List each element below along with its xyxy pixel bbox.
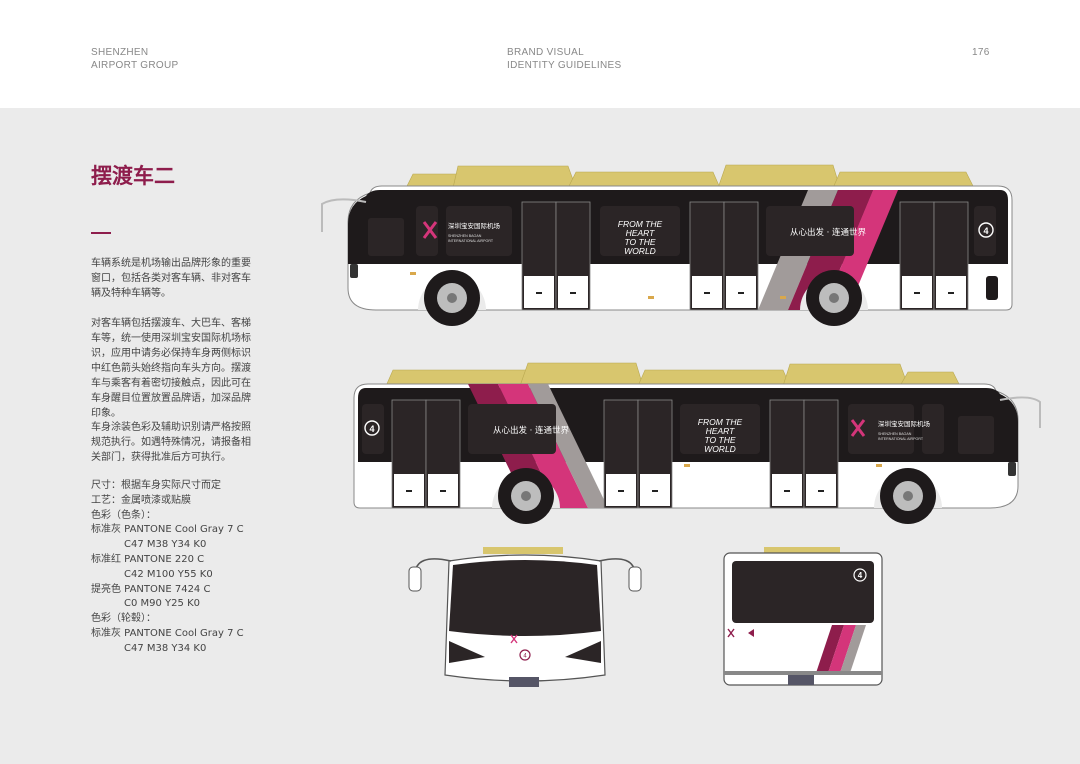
page-header: SHENZHEN AIRPORT GROUP BRAND VISUAL IDEN… [0, 0, 1080, 108]
svg-text:WORLD: WORLD [624, 246, 656, 256]
paragraph-intro: 车辆系统是机场输出品牌形象的重要窗口，包括各类对客车辆、非对客车辆及特种车辆等。 [91, 258, 251, 299]
slogan-english: FROM THE HEART TO THE WORLD [698, 417, 743, 454]
spec-list: 尺寸：根据车身实际尺寸而定工艺：金属喷漆或贴膜色彩（色条）： 标准灰 PANTON… [91, 479, 271, 657]
bus-rear-view: 4 [723, 547, 883, 686]
svg-text:WORLD: WORLD [704, 444, 736, 454]
route-badge [364, 420, 380, 436]
page-number: 176 [972, 47, 990, 58]
svg-text:4: 4 [523, 654, 527, 660]
svg-text:INTERNATIONAL AIRPORT: INTERNATIONAL AIRPORT [448, 239, 494, 243]
slogan-chinese: 从心出发 · 连通世界 [790, 227, 867, 238]
org-name: SHENZHEN AIRPORT GROUP [91, 47, 179, 71]
bus-side-view-right: 4 从心出发 · 连通世界 FROM THE HEART TO THE WORL… [353, 362, 1041, 524]
svg-text:SHENZHEN BAOAN: SHENZHEN BAOAN [448, 234, 482, 238]
svg-text:4: 4 [983, 226, 988, 236]
spec-line: 尺寸：根据车身实际尺寸而定 [91, 480, 221, 491]
svg-text:SHENZHEN BAOAN: SHENZHEN BAOAN [878, 432, 912, 436]
spec-line: 标准灰 PANTONE Cool Gray 7 C [91, 524, 244, 536]
svg-text:INTERNATIONAL AIRPORT: INTERNATIONAL AIRPORT [878, 437, 924, 441]
svg-text:TO THE: TO THE [704, 435, 735, 445]
document-title: BRAND VISUAL IDENTITY GUIDELINES [507, 47, 622, 71]
spec-line: C42 M100 Y55 K0 [124, 568, 213, 580]
spec-line: 色彩（色条）： [91, 509, 156, 521]
spec-line: 标准红 PANTONE 220 C [91, 553, 205, 565]
svg-text:TO THE: TO THE [624, 237, 655, 247]
spec-line: 标准灰 PANTONE Cool Gray 7 C [91, 627, 244, 639]
airport-logo: 深圳宝安国际机场 SHENZHEN BAOAN INTERNATIONAL AI… [850, 419, 931, 441]
svg-text:深圳宝安国际机场: 深圳宝安国际机场 [448, 221, 501, 230]
svg-text:HEART: HEART [626, 228, 655, 238]
slogan-chinese: 从心出发 · 连通世界 [493, 425, 570, 436]
svg-text:4: 4 [369, 424, 374, 434]
svg-text:FROM THE: FROM THE [698, 417, 743, 427]
svg-text:FROM THE: FROM THE [618, 219, 663, 229]
slogan-english: FROM THE HEART TO THE WORLD [618, 219, 663, 256]
spec-line: 色彩（轮毂）： [91, 613, 156, 625]
title-divider [91, 232, 111, 234]
spec-line: 提亮色 PANTONE 7424 C [91, 583, 211, 595]
svg-text:4: 4 [858, 571, 863, 580]
paragraph-rules: 车身涂装色彩及辅助识别请严格按照规范执行。如遇特殊情况，请报备相关部门，获得批准… [91, 422, 251, 463]
route-badge [978, 222, 994, 238]
spec-line: 工艺：金属喷漆或贴膜 [91, 494, 191, 506]
svg-text:深圳宝安国际机场: 深圳宝安国际机场 [878, 419, 931, 428]
spec-line: C0 M90 Y25 K0 [124, 598, 200, 610]
airport-logo: 深圳宝安国际机场 SHENZHEN BAOAN INTERNATIONAL AI… [422, 221, 501, 243]
spec-line: C47 M38 Y34 K0 [124, 539, 207, 551]
section-title: 摆渡车二 [91, 164, 175, 188]
bus-front-view: 4 [408, 547, 642, 687]
paragraph-vehicles: 对客车辆包括摆渡车、大巴车、客梯车等，统一使用深圳宝安国际机场标识，应用中请务必… [91, 318, 251, 419]
svg-text:HEART: HEART [706, 426, 735, 436]
bus-side-view-left: 深圳宝安国际机场 SHENZHEN BAOAN INTERNATIONAL AI… [321, 164, 1013, 326]
spec-line: C47 M38 Y34 K0 [124, 642, 207, 654]
